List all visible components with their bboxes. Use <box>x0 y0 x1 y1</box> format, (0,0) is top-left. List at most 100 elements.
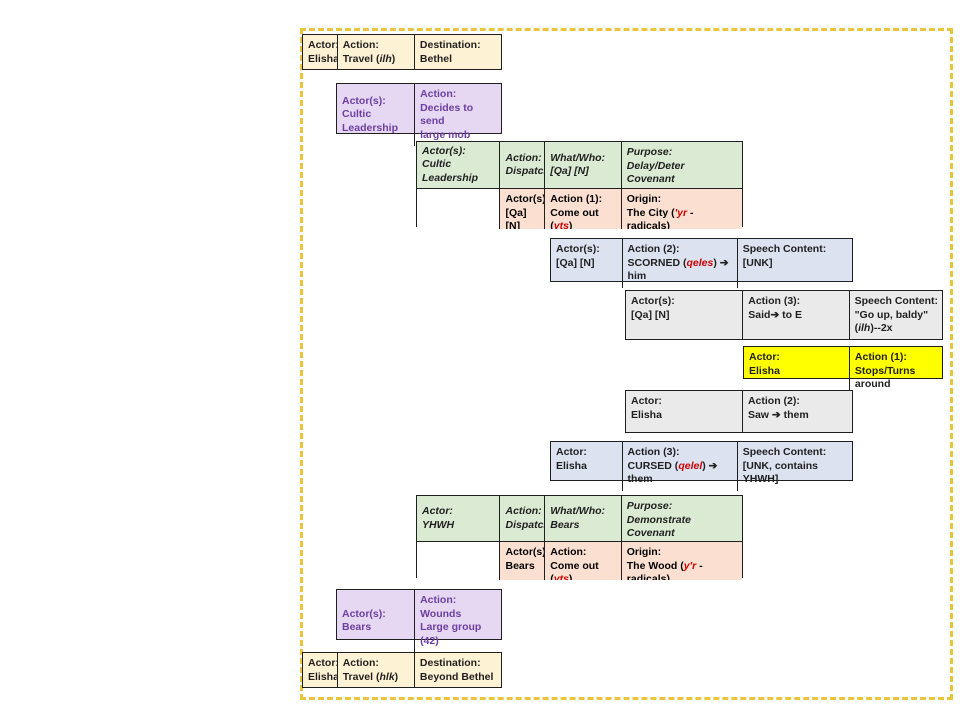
actor-label: Actor: <box>556 446 587 458</box>
sub-action-value: Come out (yts) <box>550 560 617 581</box>
table-row-purpose: Actor: YHWH Action: Dispatch What/Who: B… <box>417 496 742 541</box>
cell-action: Action: Travel (ilh) <box>338 35 415 70</box>
origin-label: Origin: <box>626 546 662 558</box>
destination-value: Beyond Bethel <box>419 670 494 683</box>
arrow-icon: ➔ <box>719 256 729 269</box>
table-row: Actor: Elisha Action: Travel (ilh) Desti… <box>303 35 501 70</box>
cell-actor: Actor(s): [Qa] [N] <box>551 239 623 288</box>
arrow-icon: ➔ <box>770 308 780 321</box>
speech-line-1: "Go up, baldy" <box>854 308 929 321</box>
hebrew-root: y'r <box>683 559 697 572</box>
speech-label: Speech Content: <box>854 295 938 307</box>
block-cursed: Actor: Elisha Action (3): CURSED (qelel)… <box>550 441 853 491</box>
action-value: Stops/Turns around <box>854 364 916 391</box>
table-row: Actor(s): [Qa] [N] Action (3): Said➔ to … <box>626 291 942 340</box>
origin-value: The Wood (y'r - radicals) <box>626 559 703 581</box>
cell-sub-action: Action (1): Come out (yts) <box>545 189 622 229</box>
whatwho-value: Bears <box>550 518 580 531</box>
sub-action-label: Action: <box>550 546 587 558</box>
actor-value: Cultic Leadership <box>342 108 399 134</box>
table-row-origin: Actor(s): [Qa] [N] Action (1): Come out … <box>417 188 742 229</box>
action-line-1: Wounds <box>420 607 462 620</box>
actor-value: Elisha <box>631 408 662 421</box>
purpose-label: Purpose: <box>626 146 673 158</box>
actor-value: Elisha <box>749 364 780 377</box>
sub-actor-value: Bears <box>505 559 535 572</box>
speech-value: [UNK] <box>742 256 773 269</box>
hebrew-root: ilh <box>379 52 392 65</box>
actor-value: YHWH <box>422 518 455 531</box>
hebrew-root: ilh <box>858 322 871 334</box>
table-row: Actor(s): Bears Action: Wounds Large gro… <box>337 590 501 652</box>
block-travel-bethel: Actor: Elisha Action: Travel (ilh) Desti… <box>302 34 502 70</box>
action-label: Action: <box>505 505 542 517</box>
action-label: Action: <box>420 594 457 606</box>
action-line-2: large mob <box>420 128 471 141</box>
sub-action-value: Come out (yts) <box>550 207 617 230</box>
sub-actor-label: Actor(s): <box>505 193 546 205</box>
cell-destination: Destination: Beyond Bethel <box>415 653 501 688</box>
actor-label: Actor: <box>749 351 780 363</box>
cell-speech: Speech Content: "Go up, baldy" (ilh)--2x <box>850 291 942 340</box>
cell-actor: Actor(s): Cultic Leadership <box>337 84 416 146</box>
action-value: Saw ➔ them <box>747 408 809 421</box>
whatwho-label: What/Who: <box>550 505 606 517</box>
actor-label: Actor(s): <box>631 295 675 307</box>
cell-action: Action: Wounds Large group (42) <box>415 590 501 652</box>
purpose-line-1: Demonstrate <box>626 513 691 526</box>
hebrew-root: yts <box>553 220 569 229</box>
cell-destination: Destination: Bethel <box>415 35 501 70</box>
cell-action: Action (1): Stops/Turns around <box>850 347 942 396</box>
cell-actor: Actor: Elisha <box>551 442 623 491</box>
block-stops-turns: Actor: Elisha Action (1): Stops/Turns ar… <box>743 346 943 396</box>
purpose-line-1: Delay/Deter <box>626 159 685 172</box>
cell-actor: Actor(s): Bears <box>337 590 416 652</box>
cell-action: Action (2): SCORNED (qeles) ➔ him <box>623 239 738 288</box>
origin-label: Origin: <box>626 193 662 205</box>
actor-label: Actor(s): <box>342 607 386 620</box>
hebrew-root: yts <box>553 573 569 580</box>
cell-empty <box>417 189 501 229</box>
action-value: Said➔ to E <box>748 308 802 321</box>
action-value: Dispatch <box>505 165 544 177</box>
cell-origin: Origin: The Wood (y'r - radicals) <box>621 542 742 581</box>
cell-sub-actor: Actor(s): [Qa] [N] <box>500 189 546 229</box>
dashed-frame-border <box>300 28 953 700</box>
block-said-to-e: Actor(s): [Qa] [N] Action (3): Said➔ to … <box>625 290 943 340</box>
action-label: Action (3): <box>627 446 680 458</box>
arrow-icon: ➔ <box>771 408 781 421</box>
cell-actor: Actor: YHWH <box>417 496 501 541</box>
table-row-origin: Actor(s): Bears Action: Come out (yts) O… <box>417 541 742 580</box>
origin-value: The City ('yr - radicals) <box>626 206 694 230</box>
cell-action: Action (3): CURSED (qelel) ➔ them <box>623 442 738 491</box>
table-row: Actor: Elisha Action: Travel (hlk) Desti… <box>303 653 501 688</box>
block-bears-wound: Actor(s): Bears Action: Wounds Large gro… <box>336 589 502 652</box>
actor-label: Actor: <box>308 39 338 51</box>
action-label: Action: <box>342 657 379 669</box>
action-label: Action (3): <box>748 295 801 307</box>
actor-label: Actor: <box>422 505 453 517</box>
purpose-label: Purpose: <box>626 500 673 512</box>
actor-label: Actor(s): <box>422 144 466 157</box>
speech-label: Speech Content: <box>742 243 827 255</box>
purpose-line-2: Covenant consequences <box>626 173 700 188</box>
sub-action-label: Action (1): <box>550 193 603 205</box>
cell-action: Action: Dispatch <box>500 142 546 188</box>
actor-label: Actor: <box>308 657 338 669</box>
actor-label: Actor(s): <box>556 243 600 255</box>
action-value: CURSED (qelel) ➔ them <box>627 459 718 486</box>
destination-label: Destination: <box>419 657 481 669</box>
actor-value: Cultic Leadership <box>422 158 479 184</box>
cell-purpose: Purpose: Delay/Deter Covenant consequenc… <box>622 142 742 188</box>
action-line-1: Decides to send <box>420 101 474 128</box>
actor-value: Elisha <box>308 52 338 65</box>
action-label: Action: <box>505 151 542 164</box>
cell-origin: Origin: The City ('yr - radicals) <box>621 189 742 230</box>
action-label: Action: <box>342 39 379 51</box>
hebrew-root: qelel <box>678 459 703 472</box>
action-line-2: Large group (42) <box>420 621 482 647</box>
speech-value: [UNK, contains YHWH] <box>742 459 819 486</box>
block-yhwh-dispatch: Actor: YHWH Action: Dispatch What/Who: B… <box>416 495 743 580</box>
cell-actor: Actor: Elisha <box>303 653 338 688</box>
